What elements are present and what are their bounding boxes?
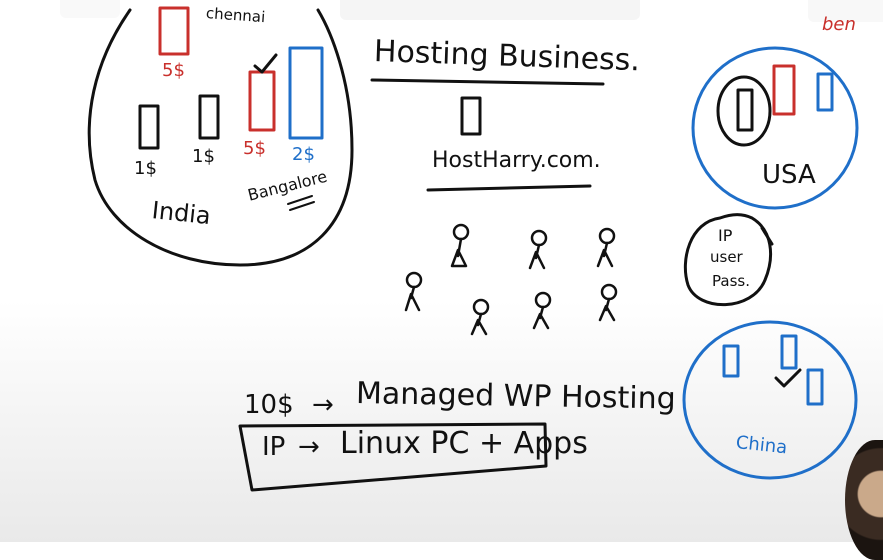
usa-server-black: [736, 88, 754, 132]
toolbar-left: [60, 0, 120, 18]
ip-bubble: [683, 213, 773, 307]
label-price-1: 1$: [134, 158, 157, 179]
label-managed-price: 10$: [244, 390, 294, 420]
label-price-2: 1$: [192, 146, 215, 167]
label-box-text: Linux PC + Apps: [340, 426, 588, 461]
check-mark-1: [253, 53, 278, 74]
label-usa: USA: [762, 160, 816, 190]
check-mark-2: [774, 368, 802, 388]
underline-bangalore: [287, 195, 315, 211]
usa-inner-circle: [716, 75, 772, 147]
drawing-toolbar[interactable]: [340, 0, 640, 20]
china-server-1: [722, 344, 740, 378]
title-underline: [370, 78, 605, 86]
label-price-4: 2$: [292, 144, 315, 165]
red-server-bangalore: [248, 70, 276, 132]
label-top-right: ben: [822, 14, 856, 35]
ip-line-2: user: [710, 248, 743, 266]
ip-box: [238, 422, 548, 492]
blue-server-bangalore: [288, 46, 324, 140]
ip-line-1: IP: [718, 226, 733, 245]
label-box-ip: IP: [262, 432, 286, 462]
usa-server-red: [772, 64, 796, 116]
china-server-3: [806, 368, 824, 406]
china-server-2: [780, 334, 798, 370]
label-managed-text: Managed WP Hosting: [355, 376, 676, 417]
label-box-arrow: →: [298, 432, 320, 462]
usa-circle: [691, 46, 859, 210]
toolbar-right: [808, 0, 883, 22]
background-shade: [0, 300, 883, 542]
label-managed-arrow: →: [312, 390, 334, 420]
stick-figures: [404, 223, 618, 336]
red-server-top: [158, 6, 190, 56]
site-underline: [426, 184, 592, 192]
whiteboard-canvas: [87, 6, 859, 492]
ip-line-3: Pass.: [712, 272, 750, 290]
label-india: India: [150, 196, 213, 231]
india-circle: [87, 8, 354, 267]
server-center: [460, 96, 482, 136]
label-site: HostHarry.com.: [432, 148, 601, 173]
china-circle: [682, 320, 858, 480]
ip-bubble-tail: [760, 226, 774, 246]
label-price-top: 5$: [162, 60, 185, 81]
server-2: [198, 94, 220, 140]
server-1: [138, 104, 160, 150]
label-price-3: 5$: [243, 138, 266, 159]
usa-server-blue: [816, 72, 834, 112]
